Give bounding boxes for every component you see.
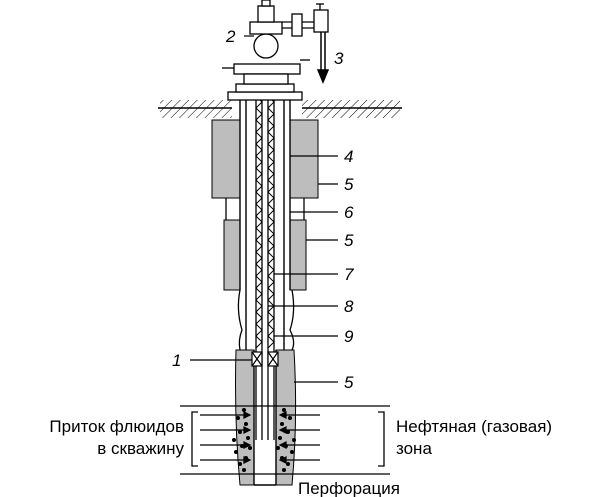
callout-5-middle: 5 [344, 231, 354, 250]
inflow-arrows-left [200, 411, 252, 464]
inflow-caption-line1: Приток флюидов [49, 417, 184, 436]
cement-rock-layers [211, 119, 319, 486]
wellhead [222, 0, 329, 101]
callout-5-upper: 5 [344, 175, 354, 194]
callout-4: 4 [344, 147, 353, 166]
inflow-arrows-right [278, 411, 320, 464]
inflow-caption-line2: в скважину [97, 439, 184, 458]
callout-8: 8 [344, 297, 354, 316]
callout-6: 6 [344, 203, 354, 222]
zone-caption-line1: Нефтяная (газовая) [396, 417, 552, 436]
ground-surface [158, 100, 402, 118]
callout-2: 2 [225, 27, 236, 46]
leader-lines [190, 35, 338, 383]
flowline-arrow [316, 32, 330, 84]
callout-5-lower: 5 [344, 373, 354, 392]
bracket-right [378, 411, 385, 467]
spring-element [255, 83, 275, 349]
callout-1: 1 [172, 351, 181, 370]
packer [251, 351, 279, 367]
borehole-walls [225, 198, 305, 351]
callout-7: 7 [344, 265, 354, 284]
callout-9: 9 [344, 327, 354, 346]
bracket-left [191, 411, 198, 467]
callout-3: 3 [334, 49, 344, 68]
zone-caption-line2: зона [396, 439, 432, 458]
perforation-caption: Перфорация [298, 479, 400, 497]
casing [239, 92, 291, 486]
tubing [255, 80, 275, 440]
oil-zone-boundaries [180, 405, 390, 475]
